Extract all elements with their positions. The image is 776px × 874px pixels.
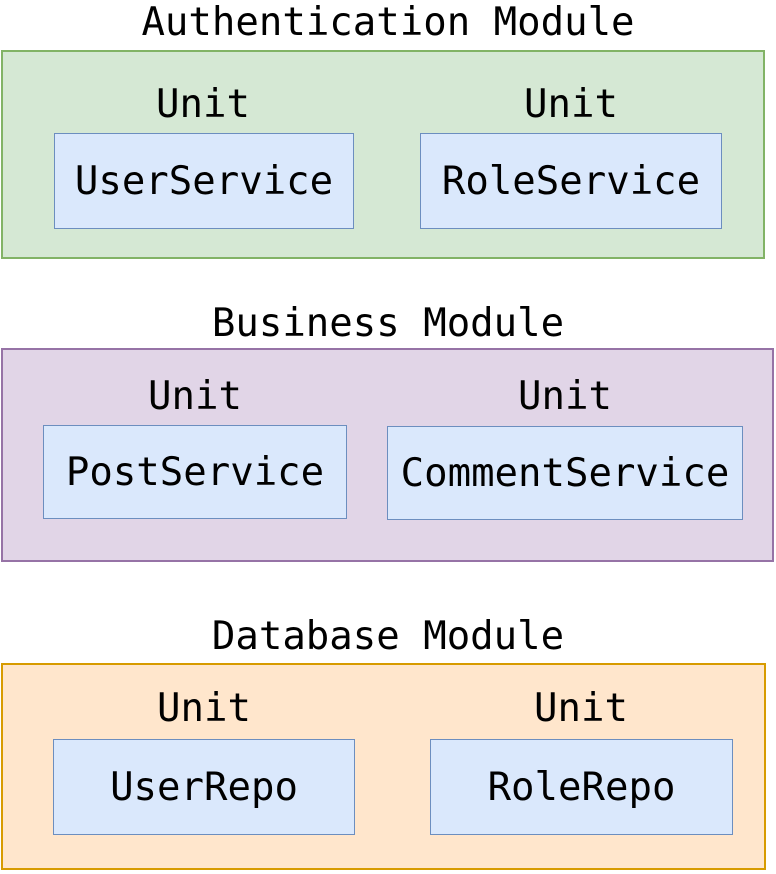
module-database-container: Unit Unit UserRepo RoleRepo bbox=[1, 663, 766, 870]
module-business-container: Unit Unit PostService CommentService bbox=[1, 348, 774, 562]
unit-label: Unit bbox=[518, 374, 612, 419]
module-business-title: Business Module bbox=[211, 301, 565, 346]
unit-box-postservice: PostService bbox=[43, 425, 347, 519]
unit-label: Unit bbox=[148, 374, 242, 419]
unit-box-commentservice: CommentService bbox=[387, 426, 743, 520]
unit-label: Unit bbox=[157, 686, 251, 731]
unit-box-userservice: UserService bbox=[54, 133, 354, 229]
module-authentication-title: Authentication Module bbox=[141, 0, 635, 45]
unit-box-userrepo: UserRepo bbox=[53, 739, 355, 835]
unit-label: Unit bbox=[534, 686, 628, 731]
unit-box-rolerepo: RoleRepo bbox=[430, 739, 733, 835]
module-authentication-container: Unit Unit UserService RoleService bbox=[1, 50, 765, 259]
unit-label: Unit bbox=[156, 82, 250, 127]
unit-box-roleservice: RoleService bbox=[420, 133, 722, 229]
unit-label: Unit bbox=[524, 82, 618, 127]
module-database-title: Database Module bbox=[211, 614, 565, 659]
